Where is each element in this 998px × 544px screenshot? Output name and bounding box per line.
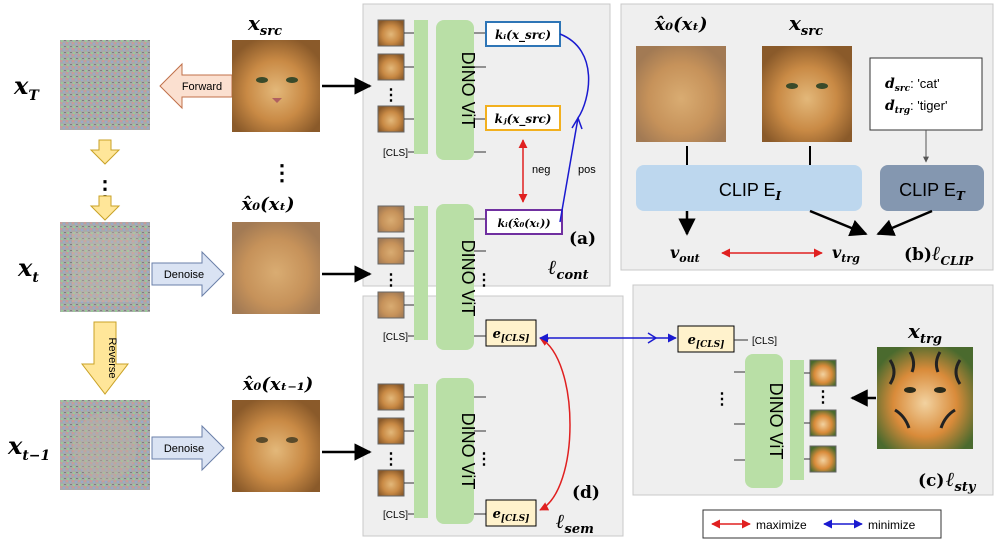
legend-maximize-label: maximize — [756, 518, 807, 532]
label-x-trg: xtrg — [907, 319, 942, 347]
embedding-bar-c — [790, 360, 804, 480]
label-x-t: xt — [17, 253, 39, 286]
e-cls-d-bottom-label: e[CLS] — [493, 507, 530, 524]
cls-c: [CLS] — [752, 336, 777, 347]
cls-a-top: [CLS] — [383, 148, 408, 159]
label-x-T: xT — [13, 71, 40, 104]
label-x0-xt: x̂₀(xₜ) — [240, 194, 294, 215]
cls-a-bottom: [CLS] — [383, 332, 408, 343]
denoise-arrow-2 — [151, 424, 225, 472]
cat-denoised-image — [232, 400, 320, 492]
sem-maximize-arrow — [539, 337, 571, 511]
embedding-bar-d — [414, 384, 428, 518]
noisy-image-xT — [60, 40, 150, 130]
embedding-bar-a-top — [414, 20, 428, 154]
cat-denoised-blurry-image — [232, 222, 320, 314]
label-x0-xt-1: x̂₀(xₜ₋₁) — [242, 374, 313, 395]
dino-vit-shared — [436, 204, 474, 350]
forward-arrow — [159, 62, 233, 110]
dino-vit-d-label: DINO ViT — [458, 413, 478, 490]
pos-label: pos — [578, 164, 596, 176]
d-trg-line: dtrg: 'tiger' — [885, 98, 947, 116]
vdots-d-left: ⋮ — [383, 451, 399, 468]
clip-text-encoder — [880, 165, 984, 211]
loss-sem: ℓsem — [556, 509, 594, 537]
e-cls-c-label: e[CLS] — [688, 333, 725, 350]
clip-image-encoder-label: CLIP EI — [719, 180, 782, 203]
down-arrow-1 — [89, 139, 121, 165]
down-arrow-2 — [89, 195, 121, 221]
denoise-label-1: Denoise — [164, 269, 204, 281]
vdots-cats: ⋮ — [271, 160, 293, 185]
v-trg-label: vtrg — [832, 243, 860, 265]
vdots-a-top: ⋮ — [383, 87, 399, 104]
label-b-x0: x̂₀(xₜ) — [653, 14, 707, 35]
reverse-arrow — [80, 321, 130, 395]
label-x-src: xsrc — [247, 11, 282, 39]
forward-label: Forward — [182, 81, 222, 93]
neg-label: neg — [532, 164, 550, 176]
embedding-bar-a-bottom — [414, 206, 428, 340]
dino-vit-shared-label: DINO ViT — [458, 240, 478, 317]
pos-arrow — [559, 33, 590, 223]
clip-input-blurry-cat — [636, 46, 726, 142]
dino-vit-a-top-label: DINO ViT — [458, 52, 478, 129]
key-box-ki-x0 — [485, 209, 563, 235]
e-cls-d-top — [485, 319, 537, 347]
dino-vit-a-top — [436, 20, 474, 160]
patches-c — [809, 359, 837, 473]
tag-c: (c) — [918, 471, 944, 491]
reverse-label: Reverse — [106, 338, 118, 379]
noisy-image-xt-1 — [60, 400, 150, 490]
clip-image-encoder — [636, 165, 862, 211]
patches-a-bottom — [377, 205, 405, 319]
vdots-a-bottom: ⋮ — [383, 272, 399, 289]
cls-d: [CLS] — [383, 510, 408, 521]
vdots-c-left: ⋮ — [714, 391, 730, 408]
patches-d — [377, 383, 405, 497]
patches-a-top — [377, 19, 405, 133]
loss-sty: ℓsty — [946, 467, 977, 495]
vdots-d-right: ⋮ — [476, 451, 492, 468]
dino-vit-d — [436, 378, 474, 524]
text-direction-box — [869, 57, 983, 131]
key-kj-src-label: kⱼ(x_src) — [495, 112, 552, 127]
dino-vit-c-label: DINO ViT — [766, 383, 786, 460]
vdots-left: ⋮ — [94, 176, 116, 201]
key-ki-src-label: kᵢ(x_src) — [495, 28, 551, 43]
key-ki-x0-label: kᵢ(x̂₀(xₜ)) — [497, 217, 550, 230]
e-cls-c — [677, 325, 735, 353]
dino-vit-c — [745, 354, 783, 488]
tag-d: (d) — [572, 483, 600, 503]
vdots-a-right: ⋮ — [476, 272, 492, 289]
tag-a: (a) — [569, 229, 596, 249]
label-b-x-src: xsrc — [788, 11, 823, 39]
vdots-c-right: ⋮ — [815, 389, 831, 406]
clip-input-source-cat — [762, 46, 852, 142]
clip-text-encoder-label: CLIP ET — [899, 180, 966, 203]
d-src-line: dsrc: 'cat' — [885, 76, 940, 94]
cat-source-image — [232, 40, 320, 132]
legend-minimize-label: minimize — [868, 518, 916, 532]
denoise-arrow-1 — [151, 250, 225, 298]
noisy-image-xt — [60, 222, 150, 312]
key-box-kj-src — [485, 105, 561, 131]
e-cls-d-top-label: e[CLS] — [493, 327, 530, 344]
v-out-label: vout — [670, 243, 700, 265]
loss-clip: ℓCLIP — [932, 241, 974, 268]
loss-cont: ℓcont — [548, 255, 589, 283]
tag-b: (b) — [904, 245, 932, 265]
label-x-t-minus-1: xt−1 — [7, 431, 50, 464]
e-cls-d-bottom — [485, 499, 537, 527]
denoise-label-2: Denoise — [164, 443, 204, 455]
